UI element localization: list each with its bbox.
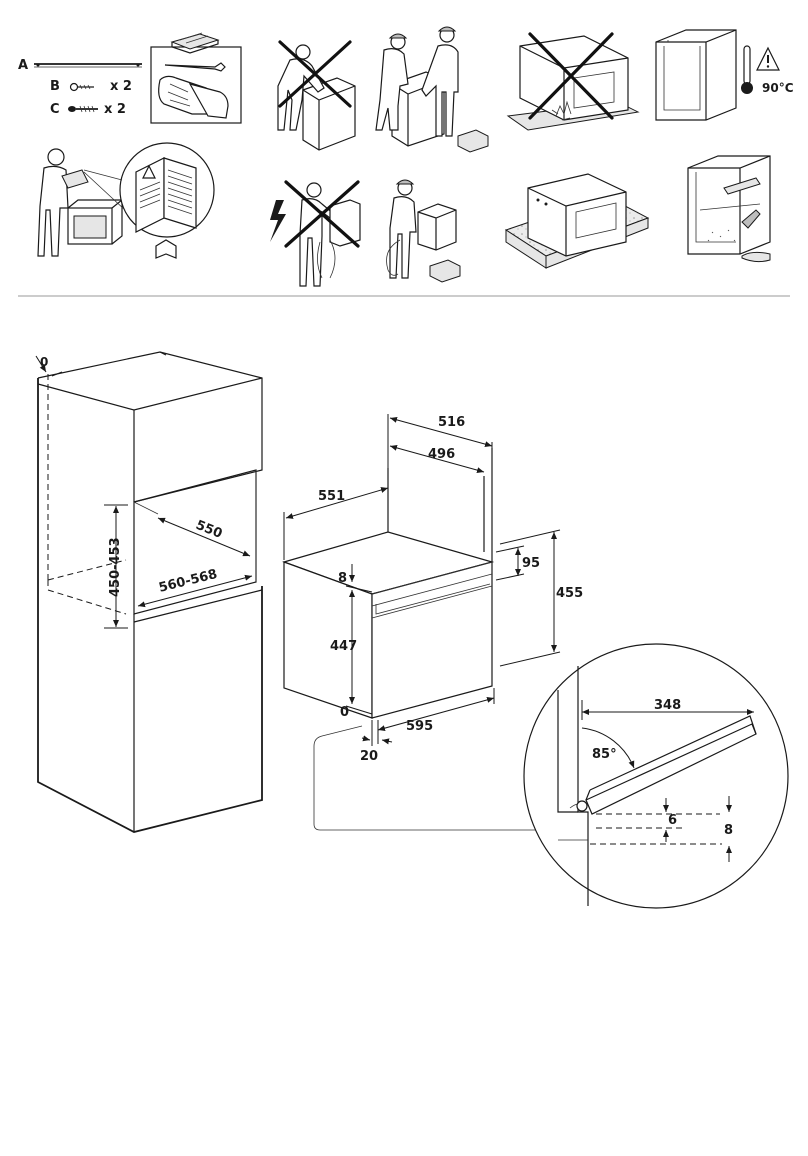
oven-total-height-label: 455 [556,586,583,601]
oven-depth-total-label: 516 [438,415,465,430]
niche-depth-label: 550 [194,518,225,542]
part-c-qty: x 2 [104,102,126,117]
part-b-qty: x 2 [110,79,132,94]
oven-on-counter-icon [504,173,650,269]
oven-depth-inner-label: 496 [428,447,455,462]
tall-cabinet-drawing: 0 450-453 550 560-568 [35,351,263,833]
door-angle-label: 85° [592,747,617,762]
oven-front-offset-label: 20 [360,749,378,764]
part-c-letter: C [50,102,60,117]
electrical-prohibited-icon [270,180,361,287]
gap-small-label: 6 [668,813,677,828]
niche-height-label: 450-453 [108,537,123,597]
handle-misuse-prohibited-icon [506,32,640,131]
installer-icon [386,179,461,283]
oven-bottom-origin-label: 0 [340,705,349,720]
door-detail-callout: 348 85° 6 8 [523,643,789,909]
clean-cabinet-icon [687,155,771,263]
niche-width-label: 560-568 [157,567,219,596]
parts-list: A B x 2 C x 2 [18,58,142,117]
cabinet-heat-icon: 90°C [655,29,794,121]
lift-alone-prohibited-icon [277,40,356,151]
tools-gloves-icon [150,32,242,124]
part-b-screw-icon [69,82,94,92]
two-person-lift-icon [375,26,489,153]
heat-temperature-label: 90°C [762,81,794,95]
oven-top-gap-label: 8 [338,571,347,586]
oven-dimension-drawing: 516 496 551 95 455 8 447 0 595 [282,414,583,831]
oven-width-label: 595 [406,719,433,734]
oven-panel-height-label: 95 [522,556,540,571]
gap-large-label: 8 [724,823,733,838]
cabinet-top-offset-label: 0 [40,355,48,369]
oven-side-depth-label: 551 [318,489,345,504]
part-a-letter: A [18,58,28,73]
part-b-letter: B [50,79,60,94]
read-manual-icon [37,142,215,259]
part-a-rail-icon [34,63,142,68]
door-length-label: 348 [654,698,681,713]
part-c-screw-icon [68,105,98,113]
oven-body-height-label: 447 [330,639,357,654]
